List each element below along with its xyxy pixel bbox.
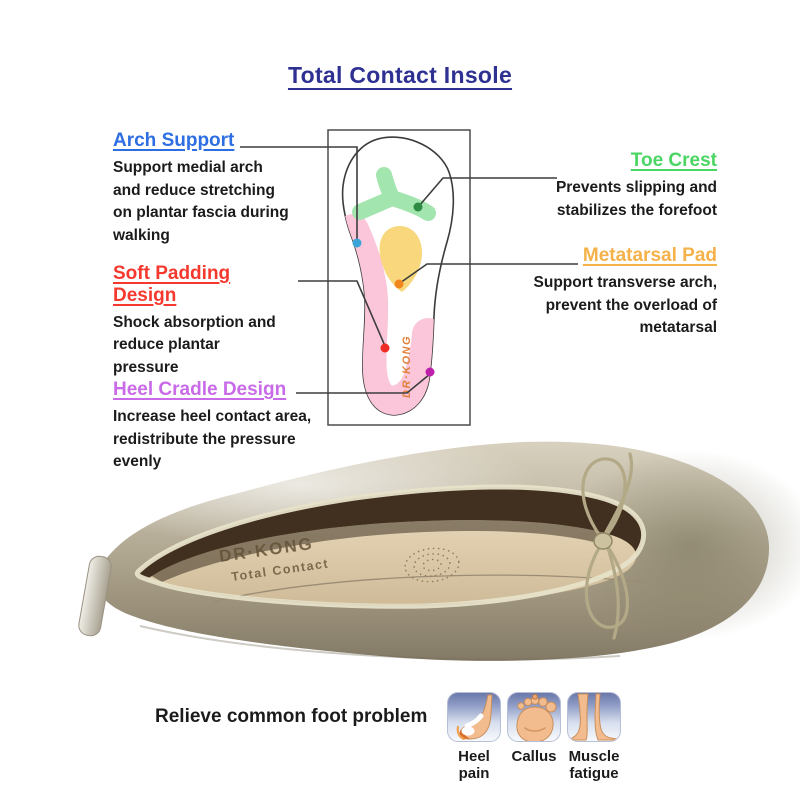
callout-heading-soft-padding: Soft Padding Design <box>113 263 231 306</box>
insole-contour-line <box>211 574 646 603</box>
insole-perforations <box>404 547 460 583</box>
footer-heading: Relieve common foot problem <box>155 706 428 727</box>
sole-edge <box>139 625 621 661</box>
soft-padding-region <box>342 214 444 415</box>
muscle-fatigue-icon <box>567 692 621 742</box>
foot-problem-label: Heel pain <box>458 748 490 783</box>
heel-pull-tab <box>78 555 112 637</box>
callout-toe-crest: Toe Crest Prevents slipping and stabiliz… <box>527 150 717 222</box>
metatarsal-pad-dot <box>394 279 404 289</box>
shoe-toe-shade <box>560 450 800 640</box>
foot-problem-label: Muscle fatigue <box>568 748 620 783</box>
callout-heading-metatarsal-pad: Metatarsal Pad <box>582 245 717 266</box>
heel-pain-icon <box>447 692 501 742</box>
callout-heel-cradle: Heel Cradle Design Increase heel contact… <box>113 379 339 474</box>
callout-metatarsal-pad: Metatarsal Pad Support transverse arch, … <box>532 245 717 340</box>
callout-body-soft-padding: Shock absorption and reduce plantar pres… <box>113 313 276 377</box>
toe-crest-region <box>352 167 436 221</box>
heel-cradle-dot <box>425 367 435 377</box>
callout-arch-support: Arch Support Support medial arch and red… <box>113 130 291 248</box>
toe-crest-dot <box>413 202 423 212</box>
foot-problem-callus: Callus <box>507 692 561 783</box>
callus-icon <box>507 692 561 742</box>
callout-body-toe-crest: Prevents slipping and stabilizes the for… <box>555 178 717 219</box>
callout-body-metatarsal-pad: Support transverse arch, prevent the ove… <box>533 273 717 337</box>
callout-heading-toe-crest: Toe Crest <box>630 150 717 171</box>
soft-padding-dot <box>380 343 390 353</box>
diagram-brand-label: DR·KONG <box>401 335 413 398</box>
diagram-box <box>327 129 471 426</box>
page-title: Total Contact Insole <box>287 62 513 88</box>
foot-problem-muscle-fatigue: Muscle fatigue <box>567 692 621 783</box>
callout-heading-heel-cradle: Heel Cradle Design <box>113 379 287 400</box>
shoe-topline-binding <box>134 484 646 609</box>
footer-section: Relieve common foot problem Heel pain <box>0 690 800 798</box>
foot-problem-list: Heel pain Callus <box>447 692 621 783</box>
arch-support-dot <box>352 238 362 248</box>
insole-shadow <box>152 520 608 582</box>
insole-outline <box>341 136 455 416</box>
foot-problem-label: Callus <box>511 748 557 765</box>
foot-problem-heel-pain: Heel pain <box>447 692 501 783</box>
shoe-bow <box>581 452 634 640</box>
callout-body-heel-cradle: Increase heel contact area, redistribute… <box>113 407 312 471</box>
metatarsal-pad-region <box>379 226 423 292</box>
bow-knot <box>593 532 613 550</box>
callout-soft-padding: Soft Padding Design Shock absorption and… <box>113 263 285 380</box>
shoe-photo: DR·KONG Total Contact <box>60 430 800 661</box>
callout-heading-arch-support: Arch Support <box>113 130 235 151</box>
callout-body-arch-support: Support medial arch and reduce stretchin… <box>113 158 289 245</box>
soft-padding-connector <box>298 280 386 347</box>
